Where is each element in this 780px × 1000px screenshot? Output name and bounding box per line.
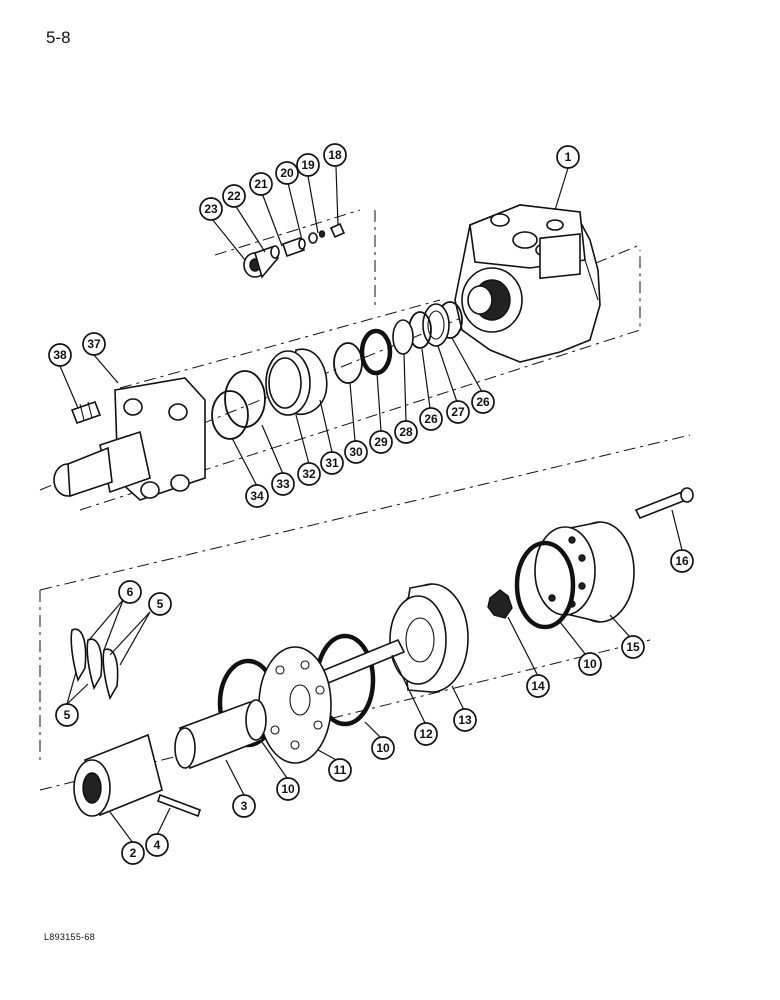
callout-29: 29 [369, 430, 393, 454]
svg-text:26: 26 [424, 412, 438, 426]
svg-text:16: 16 [675, 554, 689, 568]
svg-text:18: 18 [328, 148, 342, 162]
svg-text:13: 13 [458, 713, 472, 727]
callout-26-left: 26 [419, 407, 443, 431]
callout-10-left: 10 [276, 777, 300, 801]
star-drive [487, 589, 513, 619]
svg-text:28: 28 [399, 425, 413, 439]
svg-text:31: 31 [325, 456, 339, 470]
svg-text:37: 37 [87, 337, 101, 351]
callout-12: 12 [414, 722, 438, 746]
svg-text:34: 34 [250, 489, 264, 503]
svg-text:32: 32 [302, 467, 316, 481]
callout-2: 2 [121, 841, 145, 865]
svg-text:30: 30 [349, 445, 363, 459]
svg-text:10: 10 [281, 782, 295, 796]
svg-text:26: 26 [476, 395, 490, 409]
callout-leaders [59, 166, 683, 844]
callout-28: 28 [394, 420, 418, 444]
callout-20: 20 [275, 161, 299, 185]
cap-screw [634, 487, 694, 520]
spool-and-sleeve [73, 699, 267, 818]
callout-22: 22 [222, 184, 246, 208]
callout-14: 14 [526, 674, 550, 698]
seal-and-bearing-stack [211, 301, 463, 440]
callout-38: 38 [48, 343, 72, 367]
svg-text:12: 12 [419, 727, 433, 741]
callout-19: 19 [296, 153, 320, 177]
callout-10-middle: 10 [371, 736, 395, 760]
svg-text:20: 20 [280, 166, 294, 180]
callout-31: 31 [320, 451, 344, 475]
svg-text:11: 11 [334, 763, 347, 777]
callout-4: 4 [145, 833, 169, 857]
callout-37: 37 [82, 332, 106, 356]
callout-30: 30 [344, 440, 368, 464]
svg-text:22: 22 [227, 189, 241, 203]
callout-5-lower: 5 [55, 703, 79, 727]
svg-text:23: 23 [204, 202, 218, 216]
callout-18: 18 [323, 143, 347, 167]
svg-text:10: 10 [583, 657, 597, 671]
callout-32: 32 [297, 462, 321, 486]
svg-text:15: 15 [626, 640, 640, 654]
callout-33: 33 [271, 472, 295, 496]
svg-text:14: 14 [531, 679, 545, 693]
callout-27: 27 [446, 400, 470, 424]
svg-text:5: 5 [157, 597, 164, 611]
callout-26-right: 26 [471, 390, 495, 414]
relief-valve-parts [243, 222, 346, 279]
svg-text:29: 29 [374, 435, 388, 449]
svg-text:33: 33 [276, 477, 290, 491]
callout-1: 1 [556, 145, 580, 169]
upper-cover [53, 377, 206, 501]
svg-text:2: 2 [130, 846, 137, 860]
callout-21: 21 [249, 172, 273, 196]
svg-text:27: 27 [451, 405, 465, 419]
callout-23: 23 [199, 197, 223, 221]
svg-text:5: 5 [64, 708, 71, 722]
svg-text:10: 10 [376, 741, 390, 755]
centering-springs [70, 628, 119, 700]
end-cap [534, 521, 635, 623]
spacer-plate [258, 646, 332, 764]
svg-text:3: 3 [241, 799, 248, 813]
page-number: 5-8 [46, 28, 71, 47]
figure-reference-code: L893155-68 [44, 932, 96, 942]
callout-15: 15 [621, 635, 645, 659]
svg-text:19: 19 [301, 158, 315, 172]
callout-6: 6 [118, 580, 142, 604]
callout-3: 3 [232, 794, 256, 818]
callout-16: 16 [670, 549, 694, 573]
svg-text:4: 4 [154, 838, 161, 852]
valve-housing [454, 204, 601, 363]
callout-10-right: 10 [578, 652, 602, 676]
svg-text:1: 1 [565, 150, 572, 164]
svg-text:21: 21 [254, 177, 268, 191]
callout-13: 13 [453, 708, 477, 732]
callout-5-upper: 5 [148, 592, 172, 616]
svg-text:38: 38 [53, 348, 67, 362]
callout-34: 34 [245, 484, 269, 508]
svg-text:6: 6 [127, 585, 134, 599]
callout-11: 11 [328, 758, 352, 782]
